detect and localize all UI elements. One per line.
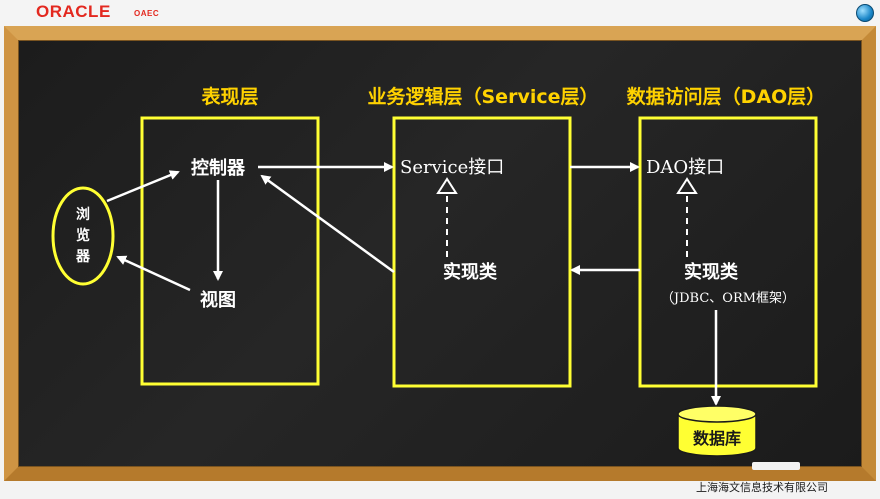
oracle-logo: ORACLE <box>36 2 111 21</box>
database-cylinder-icon <box>677 405 757 457</box>
chalk-piece <box>752 462 800 470</box>
pushpin-icon <box>856 4 874 22</box>
database-label: 数据库 <box>693 429 741 448</box>
top-bar: ORACLE OAEC <box>0 0 880 26</box>
browser-char-3: 器 <box>75 249 91 265</box>
oaec-logo-sub: OAEC <box>134 9 160 18</box>
service-implements-triangle-icon <box>436 177 458 194</box>
presentation-layer-title: 表现层 <box>201 85 258 108</box>
dao-layer-title: 数据访问层（DAO层） <box>627 85 826 108</box>
dao-impl-label: 实现类 <box>684 261 739 283</box>
arrow-browser-to-controller <box>106 170 180 203</box>
browser-char-2: 览 <box>76 227 90 244</box>
browser-char-1: 浏 <box>76 206 90 223</box>
service-layer-box <box>392 116 572 388</box>
presentation-layer-box <box>140 116 320 386</box>
browser-ellipse <box>51 186 115 286</box>
view-label: 视图 <box>200 289 236 311</box>
blackboard <box>4 26 876 481</box>
dao-implements-triangle-icon <box>676 177 698 194</box>
service-interface-label: Service接口 <box>400 157 504 178</box>
dao-layer-box <box>638 116 818 388</box>
controller-label: 控制器 <box>191 157 246 179</box>
arrow-service-to-controller <box>260 174 395 274</box>
footer-company: 上海海文信息技术有限公司 <box>696 481 828 494</box>
service-impl-label: 实现类 <box>443 261 498 283</box>
service-layer-title: 业务逻辑层（Service层） <box>368 85 599 108</box>
dao-impl-note: （JDBC、ORM框架） <box>661 291 795 306</box>
dao-interface-label: DAO接口 <box>646 157 724 178</box>
arrow-view-to-browser <box>116 255 191 292</box>
